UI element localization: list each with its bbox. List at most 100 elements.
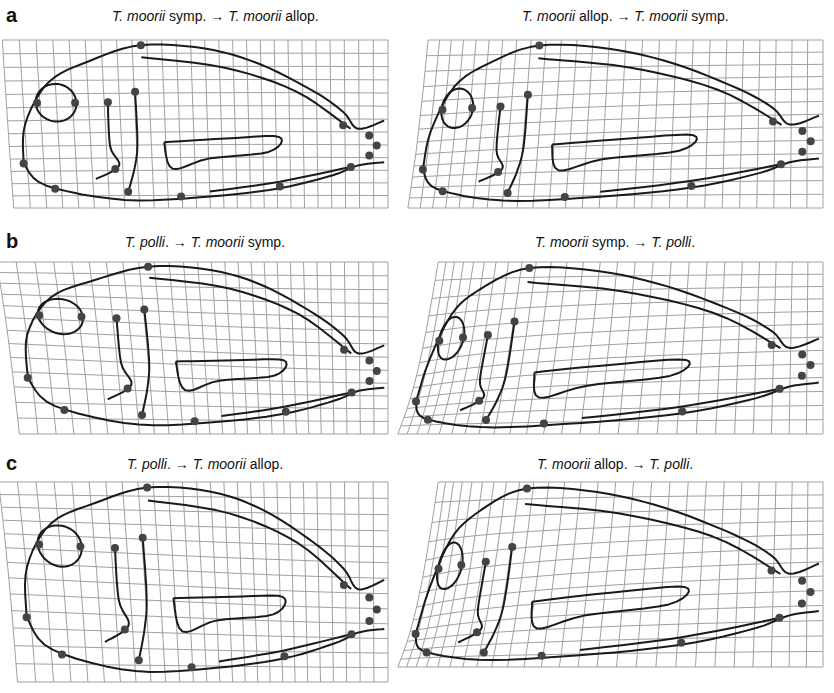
landmark-dot [365,357,373,365]
landmark-dot [135,656,143,664]
grid-line [413,364,823,388]
grid-line [72,262,91,434]
grid-line [410,606,823,632]
landmark-dot [373,606,381,614]
landmark-dot [457,561,465,569]
landmark-dot [435,565,443,573]
landmark-dot [35,311,43,319]
fish-outline [532,587,689,629]
grid-line [18,418,388,421]
landmark-dot [540,419,548,427]
landmark-dot [140,306,148,314]
grid-line [452,262,485,434]
grid-line [5,80,388,82]
grid-line [426,311,823,332]
landmark-dot [20,159,28,167]
grid-line [676,482,689,667]
grid-line [17,482,35,682]
landmark-dot [798,577,806,585]
fish-outline [108,317,132,400]
grid-line [0,482,388,483]
fish-outline [552,135,697,171]
fish-outline [580,618,780,650]
landmark-dot [561,193,569,201]
landmark-dot [475,397,483,405]
landmark-dot [798,148,806,156]
landmark-dot [768,341,776,349]
landmark-dot [508,543,516,551]
landmark-dot [71,99,79,107]
landmark-dot [497,103,505,111]
grid-line [533,40,546,208]
grid-line [463,482,494,667]
grid-line [420,40,440,208]
grid-line [123,262,140,434]
grid-line [0,262,19,434]
landmark-dot [769,118,777,126]
landmark-dot [144,263,152,271]
grid-line [13,628,388,639]
grid-line [184,262,197,434]
grid-line [407,621,823,642]
grid-line [138,482,151,682]
grid-line [408,208,823,209]
landmark-dot [340,346,348,354]
grid-line [428,40,823,41]
landmark-dot [807,137,815,145]
landmark-dot [347,163,355,171]
landmark-dot [366,377,374,385]
grid-line [0,482,18,682]
landmark-dot [412,397,420,405]
fish-outline [176,359,287,391]
grid-line [10,157,388,159]
fish-outline [600,164,781,192]
fish-outline [105,546,129,642]
landmark-dot [348,388,356,396]
panel-letter: b [6,230,18,253]
grid-line [373,482,375,682]
fish-outline [141,57,350,129]
landmark-dot [339,121,347,129]
grid-line [9,144,388,146]
grid-line [398,482,439,667]
landmark-dot [131,88,139,96]
grid-line [2,40,388,41]
grid-line [12,183,388,184]
grid-line [823,40,824,208]
landmark-dot [365,594,373,602]
grid-line [423,324,823,348]
grid-line [398,262,439,434]
grid-line [16,262,38,434]
fish-outline [416,611,819,660]
landmark-dot [35,541,43,549]
grid-line [823,262,824,434]
grid-line [153,482,166,682]
grid-line [677,262,689,434]
grid-line [507,482,534,667]
grid-line [11,357,388,370]
grid-line [438,262,823,263]
landmark-dot [480,649,488,657]
grid-line [422,89,823,102]
landmark-dot [798,127,806,135]
grid-line [9,344,388,358]
landmark-dot [58,650,66,658]
fish-outline [210,167,351,192]
grid-line [565,40,577,208]
landmark-dot [524,91,532,99]
fish-outline [149,278,351,354]
landmark-dot [525,264,533,272]
landmark-dot [504,189,512,197]
landmark-dot [535,42,543,50]
landmark-dot [104,98,112,106]
grid-line [465,262,496,434]
grid-line [14,387,388,396]
fish-outline [36,84,77,122]
grid-line [413,591,823,620]
grid-line [8,132,388,134]
fish-outline [416,267,819,401]
panel-letter: c [6,452,17,475]
grid-line [169,262,183,434]
grid-line [1,507,388,514]
grid-line [549,40,562,208]
